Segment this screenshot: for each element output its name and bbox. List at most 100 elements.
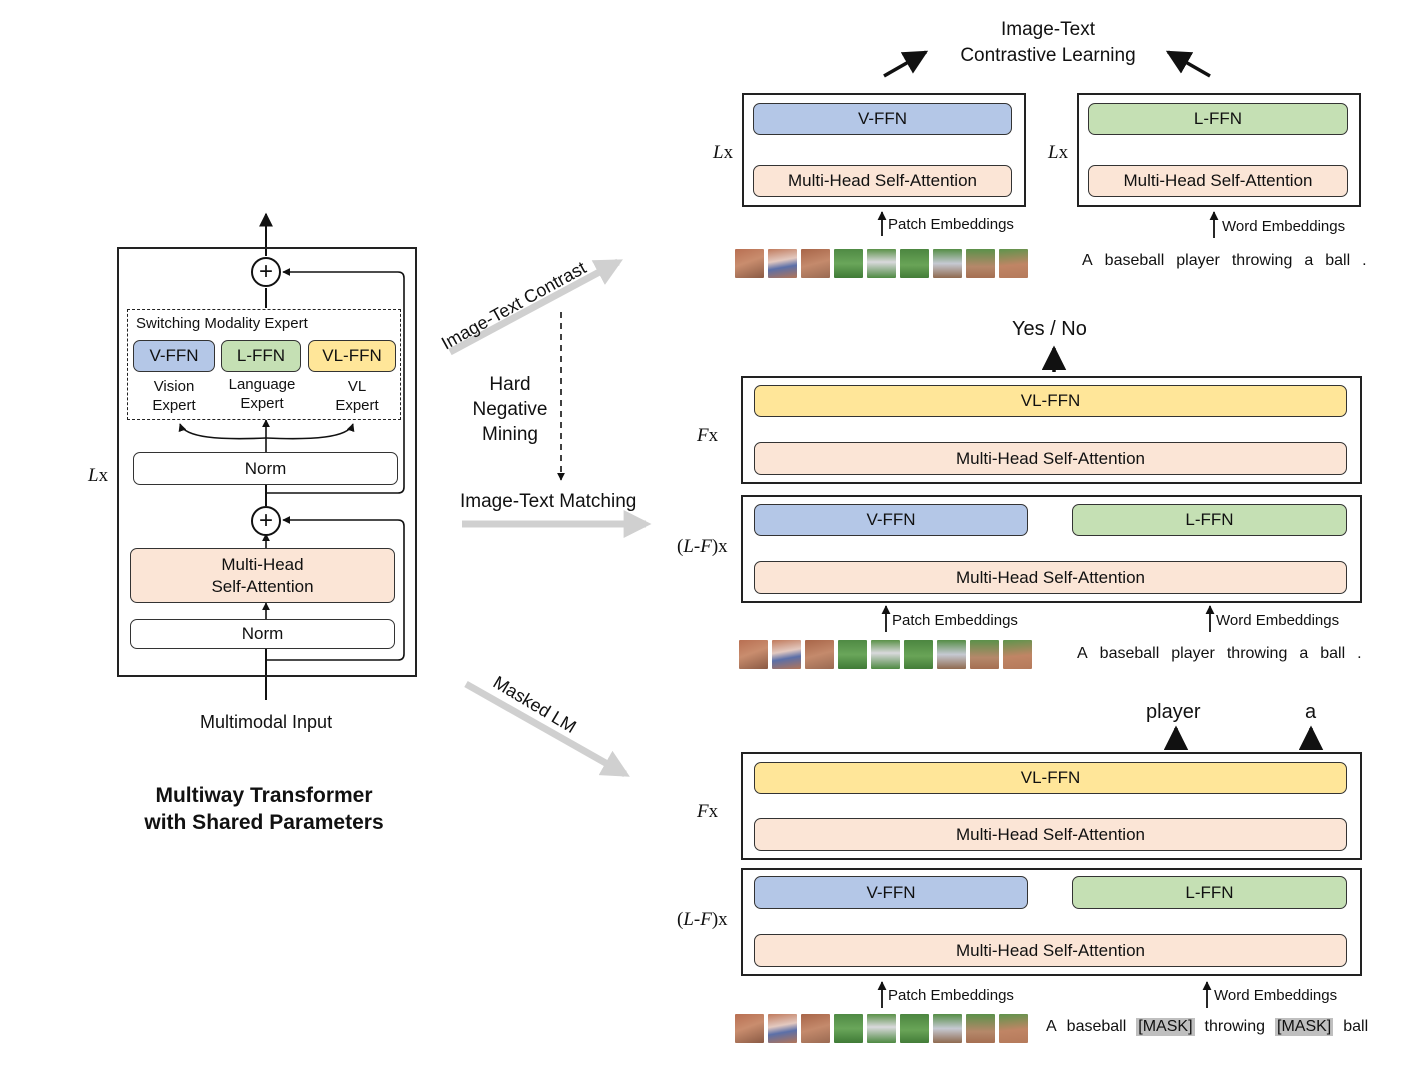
- bot-l-ffn-block: L-FFN: [1072, 876, 1347, 909]
- caption-word: player: [1171, 645, 1215, 662]
- task-arrow-contrast: [448, 258, 623, 356]
- caption-word: baseball: [1066, 1018, 1127, 1035]
- caption-word: a: [1299, 645, 1309, 662]
- plus-sign: +: [258, 258, 273, 285]
- top-lx-vision-label: Lx: [713, 142, 734, 163]
- arrow-to-vl-expert: [265, 423, 355, 440]
- arrow-out-right: [1165, 50, 1211, 78]
- patch-image-icon: [735, 249, 764, 278]
- add-circle-bottom: +: [251, 506, 281, 536]
- caption-word: baseball: [1099, 645, 1160, 662]
- mid-mhsa-fusion-block: Multi-Head Self-Attention: [754, 442, 1347, 475]
- caption-word: .: [1357, 645, 1362, 662]
- add-circle-top: +: [251, 257, 281, 287]
- caption-word: ball: [1325, 252, 1351, 269]
- caption-word: ball: [1320, 645, 1346, 662]
- top-mhsa-language-block: Multi-Head Self-Attention: [1088, 165, 1348, 197]
- patch-image-icon: [838, 640, 867, 669]
- top-word-embeddings-label: Word Embeddings: [1222, 218, 1346, 235]
- arrow-to-vision-expert: [178, 423, 267, 440]
- mask-token: [MASK]: [1136, 1018, 1195, 1036]
- caption-word: throwing: [1204, 1018, 1265, 1035]
- patch-image-icon: [735, 1014, 764, 1043]
- bot-word-embeddings-label: Word Embeddings: [1214, 987, 1338, 1004]
- multimodal-input-label: Multimodal Input: [200, 712, 333, 732]
- top-image-patches: [735, 249, 1031, 278]
- caption-word: A: [1082, 252, 1093, 269]
- bot-v-ffn-block: V-FFN: [754, 876, 1028, 909]
- mid-patch-embeddings-label: Patch Embeddings: [892, 612, 1018, 629]
- norm-block-upper: Norm: [133, 452, 398, 485]
- mid-vl-ffn-block: VL-FFN: [754, 385, 1347, 417]
- caption-word: throwing: [1226, 645, 1288, 662]
- caption-word: a: [1304, 252, 1314, 269]
- patch-image-icon: [768, 249, 797, 278]
- patch-image-icon: [900, 249, 929, 278]
- mid-mhsa-block: Multi-Head Self-Attention: [754, 561, 1347, 594]
- bot-fx-label: Fx: [697, 801, 719, 822]
- patch-image-icon: [1003, 640, 1032, 669]
- norm-block-lower: Norm: [130, 619, 395, 649]
- task-arrow-masked-lm: [464, 680, 630, 778]
- patch-image-icon: [772, 640, 801, 669]
- residual-2: [266, 268, 405, 494]
- patch-image-icon: [801, 249, 830, 278]
- vl-ffn-block: VL-FFN: [308, 340, 396, 372]
- bot-mhsa-block: Multi-Head Self-Attention: [754, 934, 1347, 967]
- patch-image-icon: [999, 249, 1028, 278]
- patch-image-icon: [999, 1014, 1028, 1043]
- multiway-transformer-box: [117, 247, 417, 677]
- patch-image-icon: [834, 249, 863, 278]
- patch-image-icon: [871, 640, 900, 669]
- caption-word: A: [1046, 1018, 1057, 1035]
- patch-image-icon: [900, 1014, 929, 1043]
- top-lx-language-label: Lx: [1048, 142, 1069, 163]
- patch-image-icon: [739, 640, 768, 669]
- patch-image-icon: [970, 640, 999, 669]
- bot-patch-embeddings-label: Patch Embeddings: [888, 987, 1014, 1004]
- bot-vl-ffn-block: VL-FFN: [754, 762, 1347, 794]
- patch-image-icon: [966, 1014, 995, 1043]
- patch-image-icon: [933, 249, 962, 278]
- residual-1: [266, 516, 405, 661]
- caption-word: A: [1077, 645, 1088, 662]
- switching-modality-label: Switching Modality Expert: [136, 315, 308, 332]
- image-text-matching-label: Image-Text Matching: [460, 491, 637, 512]
- a-output-label: a: [1305, 701, 1317, 723]
- left-lx-label: Lx: [88, 465, 109, 486]
- caption-word: player: [1176, 252, 1220, 269]
- bot-image-patches: [735, 1014, 1031, 1043]
- top-patch-embeddings-label: Patch Embeddings: [888, 216, 1014, 233]
- patch-image-icon: [904, 640, 933, 669]
- mid-v-ffn-block: V-FFN: [754, 504, 1028, 536]
- patch-image-icon: [933, 1014, 962, 1043]
- top-mhsa-vision-block: Multi-Head Self-Attention: [753, 165, 1012, 197]
- patch-image-icon: [937, 640, 966, 669]
- l-ffn-block: L-FFN: [221, 340, 301, 372]
- caption-word: throwing: [1231, 252, 1293, 269]
- player-output-label: player: [1146, 701, 1201, 723]
- mid-image-patches: [739, 640, 1035, 669]
- caption-word: baseball: [1104, 252, 1165, 269]
- bot-lfx-label: (L-F)x: [677, 909, 728, 930]
- arrow-out-left: [883, 50, 929, 78]
- top-v-ffn-block: V-FFN: [753, 103, 1012, 135]
- patch-image-icon: [867, 1014, 896, 1043]
- patch-image-icon: [867, 249, 896, 278]
- v-ffn-block: V-FFN: [133, 340, 215, 372]
- patch-image-icon: [768, 1014, 797, 1043]
- plus-sign: +: [258, 507, 273, 534]
- mask-token: [MASK]: [1275, 1018, 1334, 1036]
- patch-image-icon: [834, 1014, 863, 1043]
- mid-word-embeddings-label: Word Embeddings: [1216, 612, 1340, 629]
